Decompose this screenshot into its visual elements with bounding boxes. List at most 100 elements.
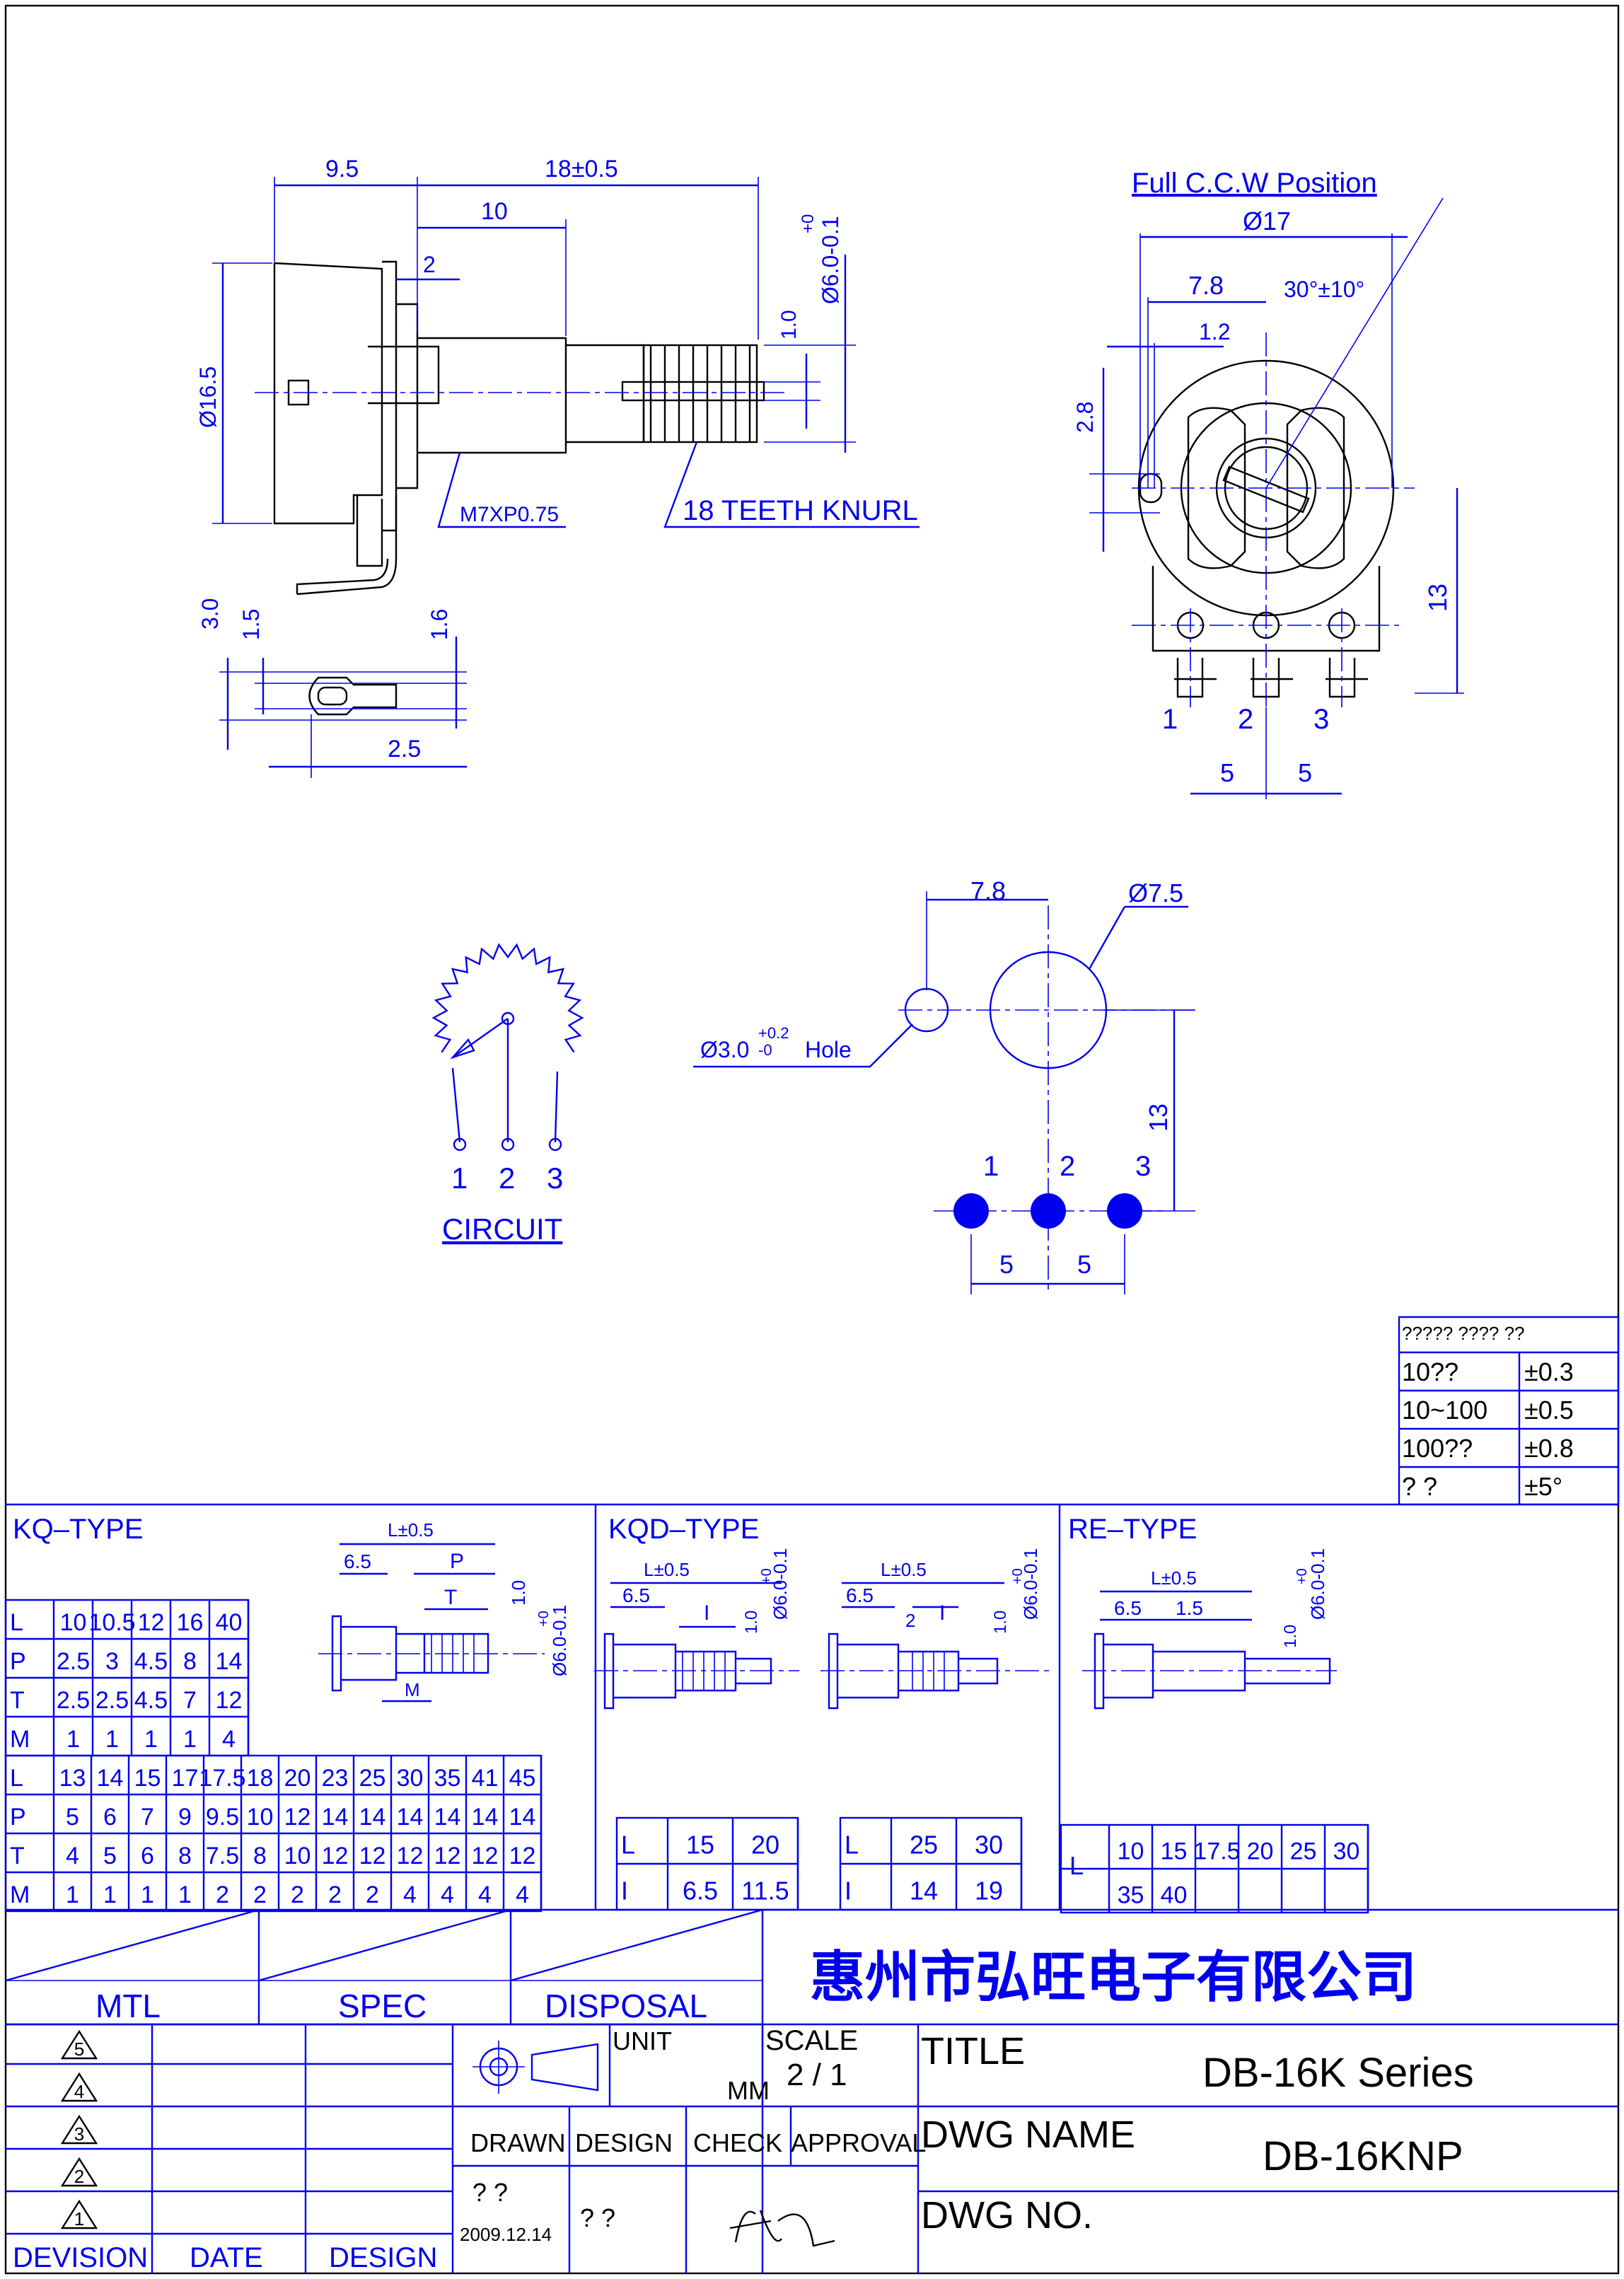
kq-t1-cell: 1 [144,1726,158,1753]
kq-t2-cell: 7 [141,1804,154,1831]
kqd-dim-L-1: L±0.5 [644,1559,690,1580]
kq-t1-cell: 40 [216,1609,243,1636]
kq-t2-cell: 12 [284,1804,311,1831]
kqd-dim-dia-2: Ø6.0-0.1 [1020,1548,1041,1620]
tol-r4-c1: ? ? [1402,1472,1437,1501]
kq-t2-cell: 9.5 [206,1804,239,1831]
kq-t1-cell: 12 [216,1687,243,1714]
kq-t2-cell: 17 [172,1765,199,1792]
sheet-border [4,4,1620,2275]
kqd-dim-tol-2: +0 [1010,1568,1026,1584]
tol-r2-c1: 10~100 [1402,1396,1487,1425]
circuit-resistor [431,943,584,1053]
kq-t2-cell: 4 [66,1843,79,1869]
dim-1-2: 1.2 [1199,319,1230,344]
kqd-t2-row-label: L [845,1831,859,1860]
dim-1-5: 1.5 [238,609,264,640]
kq-t1-cell: 8 [183,1648,197,1675]
company-name: 惠州市弘旺电子有限公司 [810,1946,1417,2008]
kq-t2-cell: 1 [178,1881,192,1908]
disposal-label: DISPOSAL [545,1988,707,2024]
revision-number: 3 [74,2123,84,2145]
kq-t2-cell: 6 [141,1843,154,1869]
kq-t2-cell: 20 [284,1765,311,1792]
kq-t2-cell: 30 [397,1765,424,1792]
pcb-dim-7-8: 7.8 [970,876,1006,905]
pcb-dim-5-a: 5 [999,1250,1014,1279]
dwg-no-label: DWG NO. [921,2194,1093,2237]
kq-t1-cell: 4.5 [134,1648,168,1675]
circuit-pin-2: 2 [499,1161,515,1195]
tol-r2-c2: ±0.5 [1524,1396,1574,1425]
drawn-by: ? ? [472,2178,508,2207]
kq-dim-T: T [444,1586,457,1609]
kq-t2-cell: 17.5 [199,1765,245,1792]
kq-t1-cell: 1 [66,1726,80,1753]
kq-t1-cell: 12 [138,1609,165,1636]
kq-dim-tol: +0 [536,1611,552,1627]
kq-dim-6-5: 6.5 [344,1550,371,1572]
kq-dim-L: L±0.5 [388,1519,434,1541]
pcb-tol-plus: +0.2 [758,1024,789,1042]
kqd-type-label: KQD–TYPE [608,1514,759,1545]
label-thread: M7XP0.75 [460,503,559,526]
knurl [642,344,758,443]
kq-t2-cell: 25 [359,1765,386,1792]
kq-t2-cell: 4 [441,1881,454,1908]
dwg-name-value: DB-16KNP [1263,2133,1463,2179]
front-ear-left [1187,407,1246,569]
knurl-teeth [649,345,751,442]
kqd-dim-I-1: I [704,1601,709,1625]
kqd-type-panel: KQD–TYPE L±0.5 6.5 I 1.0 +0 Ø6.0-0.1 L±0… [594,1514,1054,1911]
re-dim-6-5: 6.5 [1114,1597,1142,1619]
spec-label: SPEC [338,1988,427,2024]
re-type-label: RE–TYPE [1068,1514,1197,1545]
kq-t1-cell: 10.5 [88,1609,135,1636]
re-t-cell: 10 [1118,1838,1144,1865]
pcb-hole-label: Hole [805,1037,852,1062]
kq-t2-row-label: L [10,1765,23,1792]
revision-number: 5 [74,2039,84,2060]
kq-t2-cell: 13 [59,1765,86,1792]
kq-t2-cell: 14 [322,1804,349,1831]
re-t-cell: 30 [1333,1838,1360,1865]
kq-t2-cell: 6 [103,1804,117,1831]
mtl-label: MTL [95,1988,161,2024]
kq-t2-cell: 4 [478,1881,492,1908]
kq-t1-row-label: T [10,1687,25,1714]
rev-h-design: DESIGN [329,2242,437,2273]
terminal-bend [296,495,398,596]
pin-hole [317,686,348,706]
kq-t2-cell: 14 [359,1804,386,1831]
scale-value: 2 / 1 [787,2058,847,2092]
kq-t2-cell: 2 [366,1881,379,1908]
kq-t2-cell: 5 [66,1804,79,1831]
kq-t1-cell: 1 [105,1726,119,1753]
terminal-bend-inner [296,558,389,594]
dim-1-6: 1.6 [427,609,452,640]
kq-t1-cell: 2.5 [57,1687,90,1714]
kq-dim-M: M [405,1679,420,1700]
kq-t2-cell: 12 [397,1843,424,1869]
kqd-dim-6-5-1: 6.5 [622,1584,650,1606]
kq-t1-row-label: L [10,1609,23,1636]
pin-detail: 3.0 1.5 1.6 2.5 [197,598,467,778]
kq-t2-cell: 12 [509,1843,536,1869]
kqd-t2-cell: 19 [975,1877,1003,1906]
kq-t2-cell: 12 [359,1843,386,1869]
re-t-cell: 17.5 [1193,1838,1240,1865]
check-label: CHECK [693,2128,782,2157]
dim-17: Ø17 [1243,207,1291,236]
pin-shape [308,676,398,716]
kqd-dim-dia-1: Ø6.0-0.1 [770,1548,791,1620]
design-label: DESIGN [575,2128,673,2157]
kq-type-panel: KQ–TYPE L±0.5 6.5 P T M 1.0 +0 Ø6.0-0.1 … [4,1514,570,1913]
re-dim-1-0: 1.0 [1281,1625,1300,1648]
projection-symbol-icon [472,2041,599,2094]
kq-t1-cell: 4 [222,1726,236,1753]
dim-9-5: 9.5 [325,156,359,182]
shaft [566,344,645,443]
kq-t2-cell: 12 [434,1843,461,1869]
kq-t1-cell: 16 [177,1609,204,1636]
